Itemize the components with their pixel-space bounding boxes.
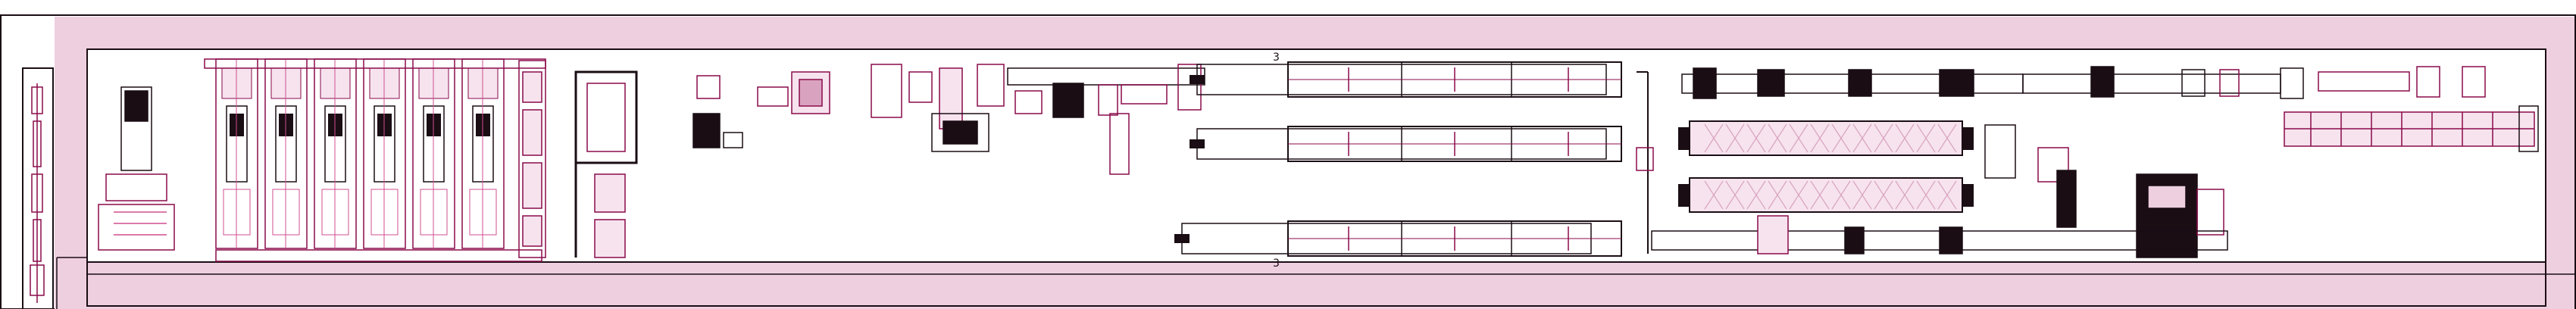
oven-hatch <box>1895 180 1915 210</box>
oven-body <box>1678 120 1974 156</box>
oven-hatch <box>1789 123 1809 153</box>
end-infeed-line <box>2022 66 2486 99</box>
oven-hatch <box>1746 123 1766 153</box>
zone-end-station <box>2022 66 2539 152</box>
oven-hatch <box>1937 123 1957 153</box>
oven-hatch <box>1704 123 1724 153</box>
oven-exit-cells <box>1984 124 2224 258</box>
zone-press-cells <box>98 58 638 262</box>
transfer-robot-2 <box>871 64 963 130</box>
feed-frame <box>574 70 638 258</box>
press-cell <box>412 58 455 249</box>
oven-feed-line <box>1681 67 2024 99</box>
transfer-conveyor <box>1007 64 1205 175</box>
transfer-robot-3 <box>931 64 1005 152</box>
oven-hatch <box>1916 180 1936 210</box>
press-end-column <box>518 60 546 258</box>
station-marker-lower: 3 <box>1273 258 1280 270</box>
oven-return-line <box>1651 215 2228 254</box>
oven-hatch <box>1810 123 1830 153</box>
press-cell <box>314 58 357 249</box>
station-marker-upper: 3 <box>1273 52 1280 64</box>
oven-hatch <box>1916 123 1936 153</box>
oven-hatch <box>1852 123 1872 153</box>
oven-hatch <box>1725 180 1745 210</box>
oven-door-out <box>1962 127 1974 150</box>
cooling-tunnel <box>1190 61 1622 98</box>
oven-hatch <box>1810 180 1830 210</box>
oven-hatch <box>1895 123 1915 153</box>
oven-hatch <box>1725 123 1745 153</box>
oven-casing <box>1689 120 1963 156</box>
tunnel-entry <box>1190 139 1205 148</box>
left-strip-symbols <box>30 83 45 303</box>
transfer-gripper-station <box>692 75 743 148</box>
press-cell <box>264 58 308 249</box>
oven-hatch <box>1789 180 1809 210</box>
left-title-strip <box>22 67 54 309</box>
cooling-tunnel <box>1190 126 1622 162</box>
hydraulic-unit <box>98 86 175 251</box>
press-cell <box>363 58 406 249</box>
oven-casing <box>1689 177 1963 213</box>
oven-hatch <box>1704 180 1724 210</box>
oven-hatch <box>1874 123 1893 153</box>
return-loop <box>1636 71 1654 254</box>
oven-door-in <box>1678 127 1690 150</box>
press-cell-row <box>204 58 546 249</box>
oven-hatch <box>1874 180 1893 210</box>
oven-hatch <box>1852 180 1872 210</box>
oven-door-out <box>1962 184 1974 207</box>
transfer-robot-1 <box>757 71 830 114</box>
tunnel-entry <box>1174 234 1190 243</box>
press-front-platform <box>215 249 542 262</box>
oven-hatch <box>1831 180 1851 210</box>
tunnel-entry <box>1190 75 1205 84</box>
cooling-tunnel-set <box>1174 61 1622 257</box>
oven-hatch <box>1746 180 1766 210</box>
zone-cooling-tunnels: 3 3 <box>1174 52 1654 270</box>
cooling-tunnel <box>1174 220 1622 257</box>
oven-hatch <box>1768 123 1787 153</box>
zone-transfer-line <box>692 64 1205 175</box>
zone-oven-section <box>1651 67 2228 258</box>
oven-body <box>1678 177 1974 213</box>
oven-door-in <box>1678 184 1690 207</box>
oven-hatch <box>1937 180 1957 210</box>
end-packing-frame <box>2284 105 2539 152</box>
oven-pair <box>1678 120 1974 213</box>
oven-hatch <box>1768 180 1787 210</box>
oven-hatch <box>1831 123 1851 153</box>
title-block <box>86 261 2546 307</box>
